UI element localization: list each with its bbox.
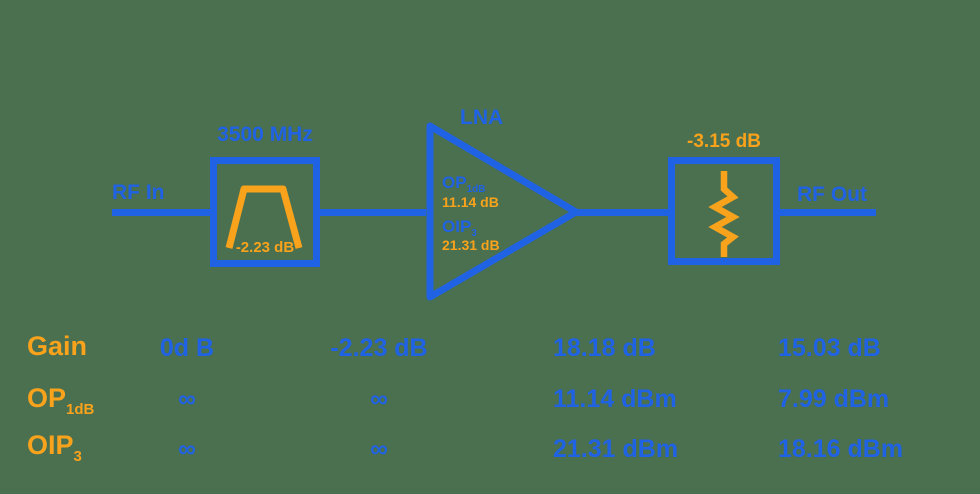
amplifier-op1db-value: 11.14 dB [442,194,499,210]
table-row-label-oip3: OIP3 [27,430,82,465]
attenuator-value-label: -3.15 dB [687,131,761,152]
oip3-text: OIP [442,217,472,236]
op1db-subscript: 1dB [466,184,486,195]
amplifier-oip3-value: 21.31 dB [442,237,500,253]
op1db-stage2-value: ∞ [370,385,388,413]
oip3-stage4-value: 18.16 dBm [778,435,904,463]
op1db-stage4-value: 7.99 dBm [778,385,890,413]
filter-block [210,157,320,267]
op1db-stage1-value: ∞ [178,385,196,413]
oip3-subscript: 3 [471,228,477,239]
amplifier-oip3-label: OIP3 [442,218,477,239]
rf-out-label: RF Out [797,183,867,206]
gain-stage3-value: 18.18 dB [553,334,656,362]
rf-in-label: RF In [112,181,165,204]
amplifier-op1db-label: OP1dB [442,174,485,195]
gain-stage2-value: -2.23 dB [330,334,428,362]
op1db-stage3-value: 11.14 dBm [553,385,677,413]
op1db-label-text: OP [27,383,67,413]
filter-frequency-label: 3500 MHz [217,123,313,146]
filter-loss-label: -2.23 dB [235,239,295,256]
table-row-label-op1db: OP1dB [27,383,95,418]
amplifier-name-label: LNA [460,106,504,129]
attenuator-block [668,157,780,265]
gain-stage1-value: 0d B [159,334,215,362]
op1db-text: OP [442,173,467,192]
oip3-stage2-value: ∞ [370,435,388,463]
oip3-stage3-value: 21.31 dBm [553,435,679,463]
amplifier-triangle [426,122,580,301]
gain-label-text: Gain [27,331,88,361]
resistor-icon [708,171,740,257]
oip3-stage1-value: ∞ [178,435,196,463]
op1db-label-subscript: 1dB [66,401,95,418]
gain-stage4-value: 15.03 dB [778,334,881,362]
oip3-label-subscript: 3 [73,448,82,465]
oip3-label-text: OIP [27,430,74,460]
table-row-label-gain: Gain [27,333,87,365]
bandpass-filter-icon [225,185,303,249]
